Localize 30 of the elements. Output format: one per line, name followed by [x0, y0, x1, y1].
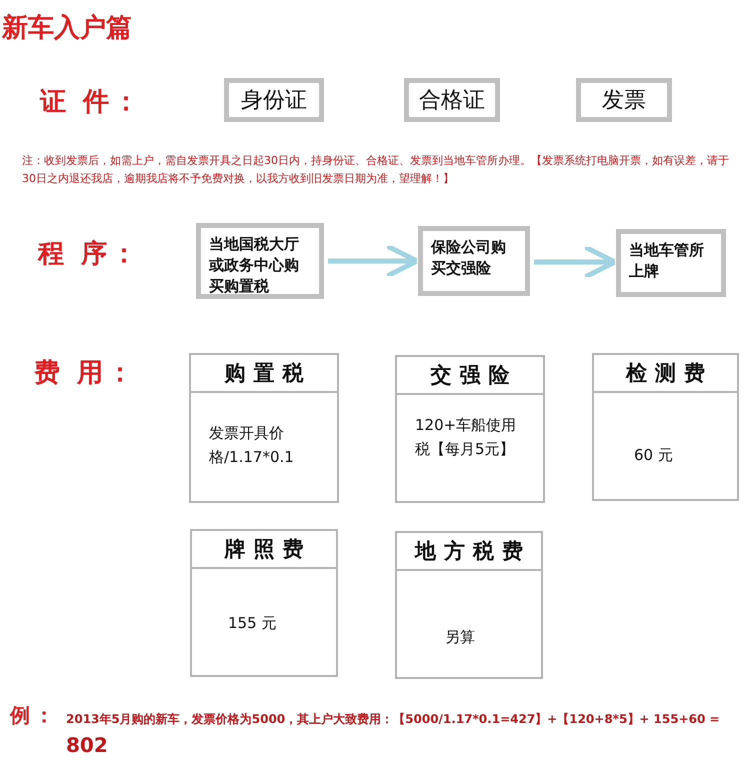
fee-text: 发票开具价格/1.17*0.1: [209, 423, 295, 468]
fee-box: [395, 355, 545, 503]
fee-text: 155 元: [228, 613, 278, 634]
document-box: 身份证: [224, 78, 324, 122]
fee-box: [395, 531, 543, 679]
section-label: 程 序：: [38, 238, 142, 271]
arrow: [328, 244, 420, 278]
fee-heading: 购置税: [191, 355, 337, 393]
fee-heading: 地方税费: [397, 533, 541, 571]
process-box: 当地国税大厅或政务中心购买购置税: [196, 223, 324, 299]
section-label: 证 件：: [40, 86, 144, 119]
document-box: 合格证: [404, 78, 500, 122]
arrow: [534, 244, 618, 280]
fee-box: [189, 353, 339, 503]
section-label: 例：: [10, 702, 58, 729]
document-box: 发票: [576, 78, 672, 122]
process-box: 保险公司购买交强险: [418, 226, 530, 296]
example-text: 2013年5月购的新车，发票价格为5000，其上户大致费用：【5000/1.17*0.1=427】+【120+8*5】+ 155+60 = 802: [66, 711, 721, 759]
fee-text: 60 元: [634, 445, 674, 466]
fee-text: 120+车船使用税【每月5元】: [415, 415, 518, 460]
fee-text: 另算: [445, 627, 476, 648]
process-box: 当地车管所上牌: [616, 229, 726, 297]
fee-heading: 交强险: [397, 357, 543, 395]
note-text: 注：收到发票后，如需上户，需自发票开具之日起30日内，持身份证、合格证、发票到当地车管所办理。【发票系统打电脑开票，如有误差，请于30日之内退还我店，逾期我店将不予免费对换，以我方收到旧发票日期为准，望理解！】: [22, 153, 730, 187]
title: 新车入户篇: [2, 12, 132, 45]
fee-box: [592, 353, 739, 501]
fee-box: [190, 529, 338, 677]
fee-heading: 检测费: [594, 355, 737, 393]
fee-heading: 牌照费: [192, 531, 336, 569]
section-label: 费 用：: [34, 357, 138, 390]
